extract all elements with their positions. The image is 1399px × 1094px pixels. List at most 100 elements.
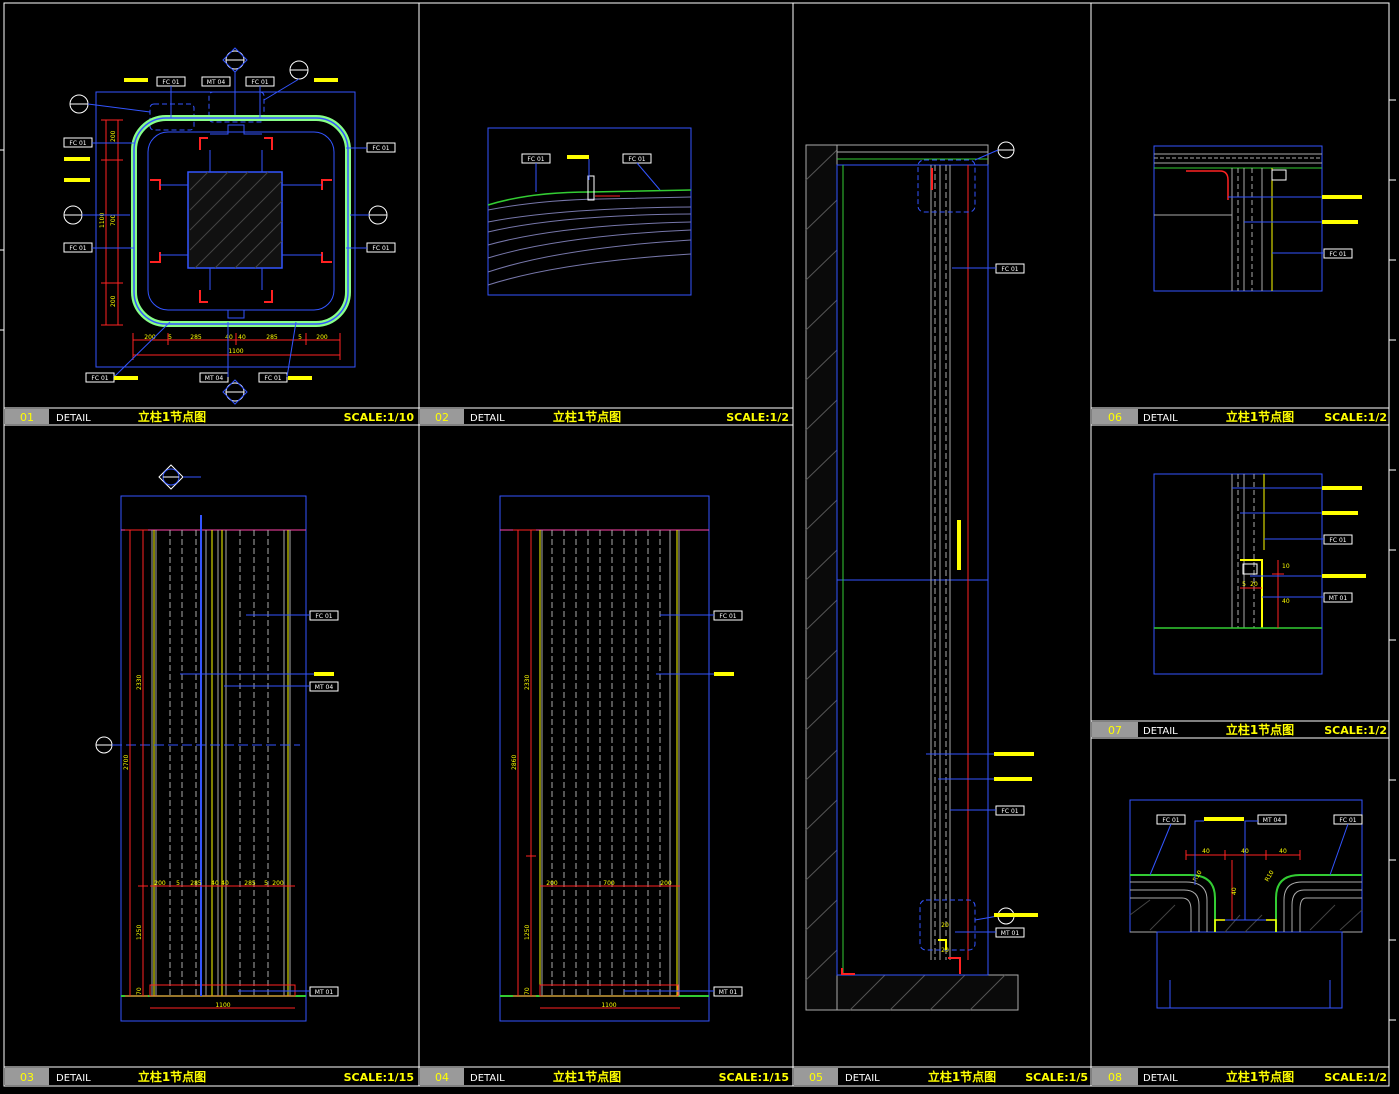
svg-text:MT 04: MT 04 [315,684,334,691]
p01-dim-left-1: 200 [110,130,117,142]
detail-marker-tl [69,94,151,114]
panel-title-03: 立柱1节点图 [138,1069,206,1084]
title-bar-07: 07 DETAIL 立柱1节点图 SCALE:1/2 [1090,720,1390,739]
p08-tag-fc01-left: FC 01 [1156,814,1186,825]
svg-text:MT 04: MT 04 [205,375,224,382]
svg-text:MT 01: MT 01 [1001,930,1020,937]
p04-dim-h2: 2860 [511,755,518,770]
tag-fc01-bl: FC 01 [85,372,115,383]
tag-fc01-right1: FC 01 [366,142,396,153]
p01-dim-b1: 200 [144,334,156,341]
p08-dim-6: 40 [1231,887,1238,895]
tag-fc01-right2: FC 01 [366,242,396,253]
panel-title-04: 立柱1节点图 [553,1069,621,1084]
p04-tag-mt01: MT 01 [713,986,743,997]
p04-dim-w2: 700 [603,880,615,887]
p03-dim-w7: 5 [264,880,268,887]
panel-scale-03: SCALE:1/15 [344,1071,414,1084]
panel-08-groove-detail: 40 40 40 R10 R10 40 FC 01 MT 04 FC 01 [1129,799,1363,1009]
panel-scale-05: SCALE:1/5 [1025,1071,1088,1084]
p03-tag-fc01: FC 01 [309,610,339,621]
svg-text:FC 01: FC 01 [69,245,86,252]
p01-dim-b4: 40 [225,334,233,341]
panel-scale-07: SCALE:1/2 [1324,724,1387,737]
panel-scale-06: SCALE:1/2 [1324,411,1387,424]
p02-tag-fc01-b: FC 01 [622,153,652,164]
panel-title-05: 立柱1节点图 [928,1069,996,1084]
detail-marker-tr [263,60,309,101]
p04-dim-w1: 200 [546,880,558,887]
panel-number-04: 04 [435,1071,449,1084]
title-bar-01: 01 DETAIL 立柱1节点图 SCALE:1/10 [3,407,420,426]
p03-dim-h3: 1250 [136,925,143,940]
svg-text:MT 01: MT 01 [1329,595,1348,602]
svg-text:FC 01: FC 01 [719,613,736,620]
panel-title-06: 立柱1节点图 [1226,409,1294,424]
svg-text:FC 01: FC 01 [251,79,268,86]
title-bar-06: 06 DETAIL 立柱1节点图 SCALE:1/2 [1090,407,1390,426]
panel-number-02: 02 [435,411,449,424]
p03-dim-w2: 5 [176,880,180,887]
tag-fc01-left2: FC 01 [63,242,93,253]
tag-fc01-tl: FC 01 [156,76,186,87]
svg-text:FC 01: FC 01 [69,140,86,147]
p03-dim-w6: 285 [244,880,256,887]
panel-number-03: 03 [20,1071,34,1084]
svg-text:FC 01: FC 01 [527,156,544,163]
svg-text:MT 01: MT 01 [315,989,334,996]
p04-dim-h3: 1250 [524,925,531,940]
p08-tag-fc01-right: FC 01 [1333,814,1363,825]
svg-text:FC 01: FC 01 [372,245,389,252]
p08-dim-5: R10 [1264,869,1276,883]
p07-dim-1: 10 [1282,563,1290,570]
svg-text:MT 04: MT 04 [1263,817,1282,824]
panel-number-01: 01 [20,411,34,424]
svg-text:FC 01: FC 01 [1001,808,1018,815]
tag-fc01-left1: FC 01 [63,137,93,148]
svg-text:FC 01: FC 01 [162,79,179,86]
p05-tag-fc01-a: FC 01 [995,263,1025,274]
p07-dim-2: 20 [1250,581,1258,588]
svg-text:FC 01: FC 01 [1329,537,1346,544]
p05-dim-1: 20 [941,922,949,929]
panel-number-07: 07 [1108,724,1122,737]
svg-text:FC 01: FC 01 [1339,817,1356,824]
p01-dim-b2: 5 [168,334,172,341]
svg-text:FC 01: FC 01 [372,145,389,152]
p04-dim-w3: 200 [660,880,672,887]
panel-type-03: DETAIL [56,1073,91,1084]
svg-text:FC 01: FC 01 [628,156,645,163]
section-marker-right [350,205,388,225]
p03-tag-mt01: MT 01 [309,986,339,997]
panel-04-elevation: 2330 2860 1250 70 200 700 200 1100 FC 01… [499,495,743,1022]
p08-dim-3: 40 [1279,848,1287,855]
title-bar-02: 02 DETAIL 立柱1节点图 SCALE:1/2 [418,407,794,426]
svg-text:FC 01: FC 01 [1162,817,1179,824]
svg-text:MT 01: MT 01 [719,989,738,996]
p08-dim-1: 40 [1202,848,1210,855]
panel-title-08: 立柱1节点图 [1226,1069,1294,1084]
panel-scale-01: SCALE:1/10 [344,411,415,424]
panel-title-01: 立柱1节点图 [138,409,206,424]
p01-dim-total: 1100 [228,348,243,355]
p03-dim-w4: 40 [211,880,219,887]
panel-07-base-detail: 10 20 5 40 FC 01 MT 01 [1153,473,1366,675]
panel-number-08: 08 [1108,1071,1122,1084]
panel-number-05: 05 [809,1071,823,1084]
panel-03-elevation: 2330 2700 1250 70 200 5 285 40 40 285 5 … [95,464,339,1022]
p06-tag-fc01: FC 01 [1323,248,1353,259]
p01-dim-b7: 5 [298,334,302,341]
svg-text:MT 04: MT 04 [207,79,226,86]
p01-dim-b3: 285 [190,334,202,341]
p07-dim-4: 40 [1282,598,1290,605]
tag-mt04-top: MT 04 [201,76,231,87]
p07-tag-fc01: FC 01 [1323,534,1353,545]
p01-dim-b6: 285 [266,334,278,341]
p07-tag-mt01: MT 01 [1323,592,1353,603]
p05-dim-2: 20 [941,947,949,954]
p04-dim-total: 1100 [601,1002,616,1009]
panel-type-01: DETAIL [56,413,91,424]
p02-tag-fc01-a: FC 01 [521,153,551,164]
panel-06-top-detail: FC 01 [1153,145,1362,292]
